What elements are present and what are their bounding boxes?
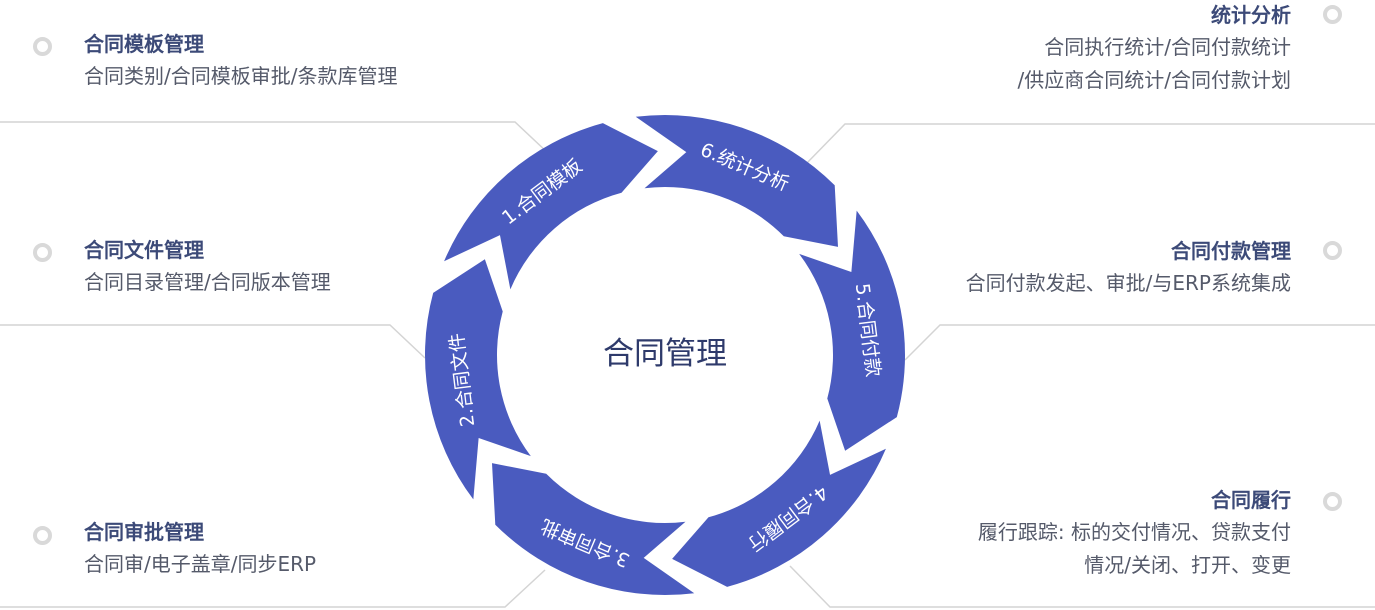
item-title: 统计分析 <box>1211 3 1291 27</box>
item-desc: 合同目录管理/合同版本管理 <box>84 270 331 294</box>
item-desc: 情况/关闭、打开、变更 <box>1084 553 1291 577</box>
item-stats: 统计分析 合同执行统计/合同付款统计 /供应商合同统计/合同付款计划 <box>1018 2 1291 97</box>
item-desc: 合同类别/合同模板审批/条款库管理 <box>84 64 398 88</box>
item-title: 合同审批管理 <box>84 520 204 544</box>
item-approval: 合同审批管理 合同审/电子盖章/同步ERP <box>84 519 316 581</box>
item-desc: 合同付款发起、审批/与ERP系统集成 <box>965 271 1291 295</box>
ring-segment-performance <box>672 420 886 587</box>
ring-segment-stats <box>635 115 839 247</box>
bullet-dot-performance <box>1323 492 1342 511</box>
item-file: 合同文件管理 合同目录管理/合同版本管理 <box>84 237 331 299</box>
connector-stats <box>804 123 1375 166</box>
item-desc: 履行跟踪: 标的交付情况、贷款支付 <box>977 520 1291 544</box>
bullet-dot-stats <box>1323 5 1342 24</box>
connector-payment <box>904 324 1375 361</box>
connector-performance <box>789 565 1375 608</box>
item-desc: 合同审/电子盖章/同步ERP <box>84 552 317 576</box>
bullet-dot-approval <box>33 526 52 545</box>
bullet-dot-template <box>33 37 52 56</box>
item-title: 合同履行 <box>1211 488 1291 512</box>
item-template: 合同模板管理 合同类别/合同模板审批/条款库管理 <box>84 31 397 93</box>
item-title: 合同模板管理 <box>84 32 204 56</box>
item-title: 合同付款管理 <box>1171 239 1291 263</box>
item-performance: 合同履行 履行跟踪: 标的交付情况、贷款支付 情况/关闭、打开、变更 <box>978 487 1291 582</box>
connector-file <box>0 324 426 359</box>
item-desc: 合同执行统计/合同付款统计 <box>1044 35 1291 59</box>
ring-segment-payment <box>799 210 906 451</box>
item-desc: /供应商合同统计/合同付款计划 <box>1017 68 1291 92</box>
connector-lines <box>0 121 1375 608</box>
bullet-dot-payment <box>1323 241 1342 260</box>
item-payment: 合同付款管理 合同付款发起、审批/与ERP系统集成 <box>966 238 1291 300</box>
ring-segment-approval <box>491 463 695 595</box>
center-title: 合同管理 <box>603 336 727 372</box>
ring-segment-template <box>444 123 658 290</box>
connector-template <box>0 121 549 154</box>
ring-segment-file <box>425 259 531 500</box>
item-title: 合同文件管理 <box>84 238 204 262</box>
bullet-dot-file <box>33 243 52 262</box>
connector-approval <box>0 569 546 608</box>
